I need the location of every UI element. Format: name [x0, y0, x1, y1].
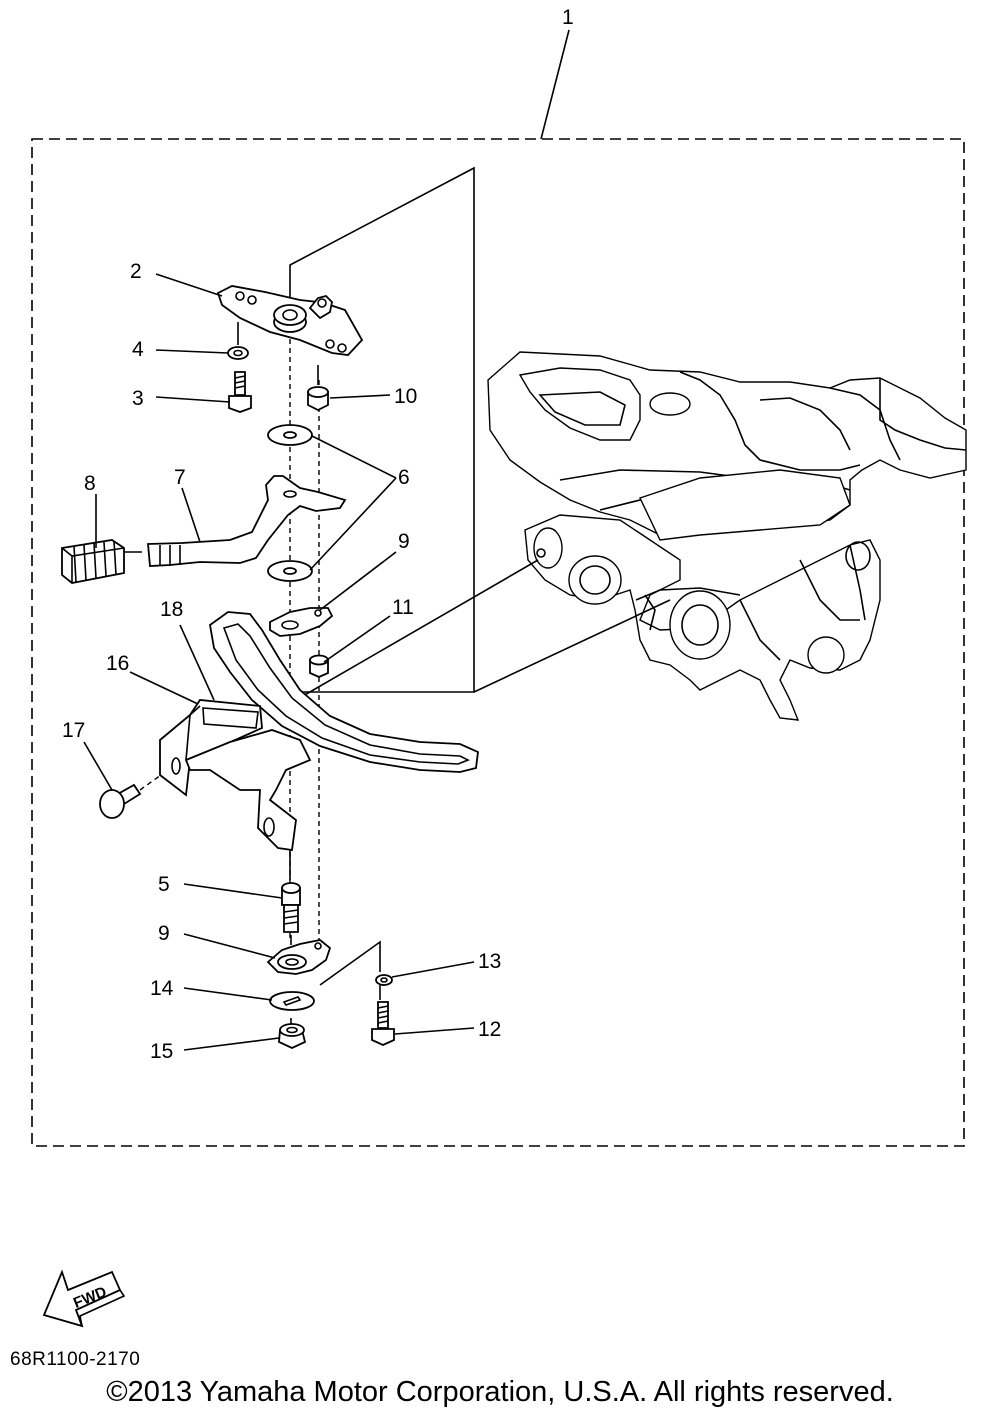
part-9-tab-washer-upper	[269, 607, 334, 637]
callout-8: 8	[84, 472, 96, 495]
part-12-bolt	[371, 1001, 395, 1046]
part-11-collar	[309, 654, 329, 678]
part-10-collar	[307, 386, 329, 412]
part-15-nut	[278, 1023, 307, 1049]
part-4-washer	[227, 346, 249, 360]
callout-leaders	[83, 273, 475, 1051]
callout-15: 15	[150, 1040, 173, 1063]
callout-12: 12	[478, 1018, 501, 1041]
callout-13: 13	[478, 950, 501, 973]
callout-9-lower: 9	[158, 922, 170, 945]
callout-7: 7	[174, 466, 186, 489]
callout-14: 14	[150, 977, 174, 1000]
part-6-washer	[267, 424, 313, 582]
part-5-bolt	[281, 882, 301, 933]
part-13-washer	[375, 974, 393, 986]
callout-17: 17	[62, 719, 85, 742]
assembly-frame	[31, 138, 965, 1147]
callout-6: 6	[398, 466, 410, 489]
part-16-bracket	[159, 699, 312, 852]
fwd-arrow-icon: FWD	[42, 1269, 126, 1328]
callout-1: 1	[562, 6, 574, 29]
part-9-tab-washer-lower	[266, 939, 332, 975]
part-2-plate	[216, 285, 364, 356]
callout-9-upper: 9	[398, 530, 410, 553]
callout-11: 11	[392, 596, 414, 619]
diagram-reference-code: 68R1100-2170	[10, 1349, 141, 1370]
callout-labels: 1 2 4 3 10 8 7 6 9 18 11 16 17 5 9 13 14…	[62, 6, 574, 1063]
part-3-bolt	[228, 371, 252, 413]
callout-5: 5	[158, 873, 170, 896]
callout-16: 16	[106, 652, 129, 675]
part-8-knob	[61, 539, 125, 584]
callout-18: 18	[160, 598, 183, 621]
swivel-bracket-illustration	[487, 351, 967, 721]
copyright-notice: ©2013 Yamaha Motor Corporation, U.S.A. A…	[106, 1376, 894, 1408]
callout-3: 3	[132, 387, 144, 410]
callout-10: 10	[394, 385, 417, 408]
part-18-guide-plate	[209, 611, 479, 773]
callout-4: 4	[132, 338, 144, 361]
part-17-screw	[99, 783, 142, 819]
callout-2: 2	[130, 260, 142, 283]
part-7-lever	[147, 475, 347, 567]
part-14-lock-washer	[269, 991, 315, 1011]
